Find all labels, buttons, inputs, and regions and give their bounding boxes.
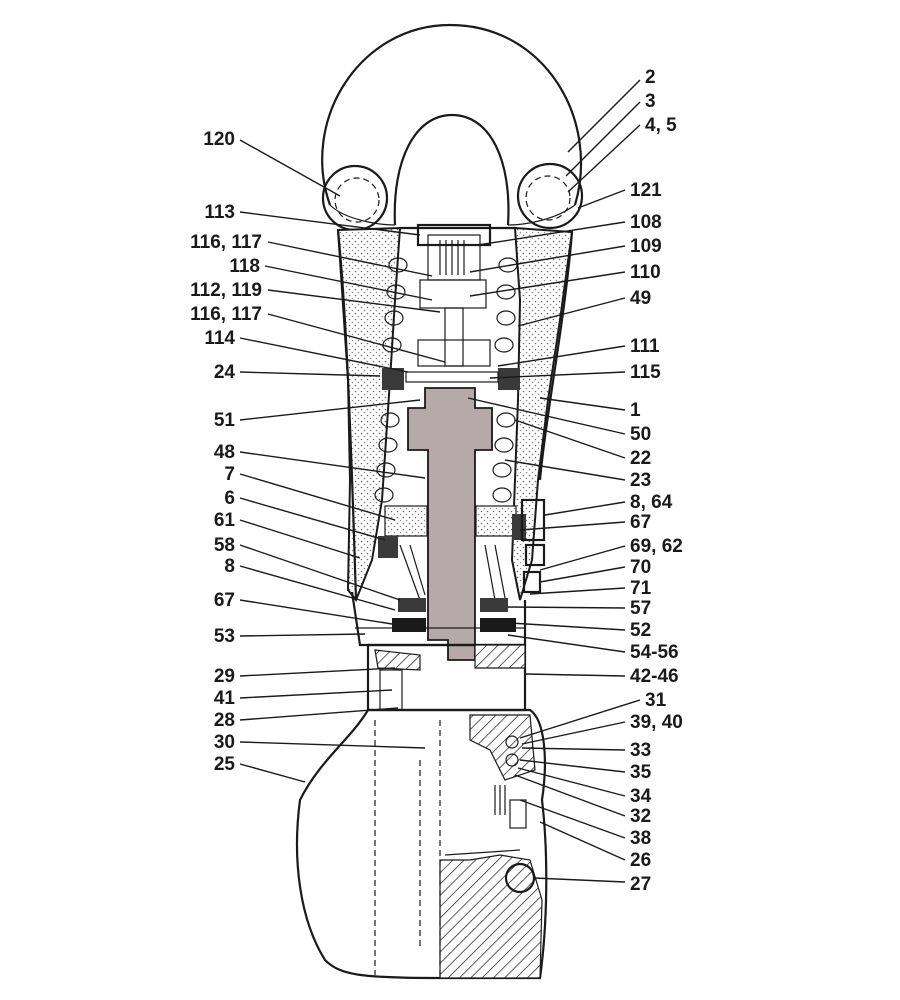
label-25: 25 bbox=[214, 754, 236, 775]
central-shaft bbox=[407, 387, 493, 661]
label-71: 71 bbox=[630, 578, 652, 599]
label-116-117-a: 116, 117 bbox=[190, 232, 262, 253]
label-39-40: 39, 40 bbox=[630, 712, 683, 733]
label-33: 33 bbox=[630, 740, 651, 761]
leader-lines-left bbox=[239, 139, 446, 783]
handle-bail bbox=[321, 23, 583, 226]
label-30: 30 bbox=[214, 732, 235, 753]
label-110: 110 bbox=[630, 262, 661, 283]
spring-coils bbox=[374, 257, 518, 503]
label-35: 35 bbox=[630, 762, 652, 783]
labels-right: 2 3 4, 5 121 108 109 110 49 111 115 1 50… bbox=[630, 67, 683, 895]
label-49: 49 bbox=[630, 288, 651, 309]
label-51: 51 bbox=[214, 410, 236, 431]
label-1: 1 bbox=[630, 400, 641, 421]
label-52: 52 bbox=[630, 620, 651, 641]
label-22: 22 bbox=[630, 448, 651, 469]
lower-housing bbox=[295, 708, 548, 980]
label-121: 121 bbox=[630, 180, 662, 201]
label-34: 34 bbox=[630, 786, 652, 807]
label-27: 27 bbox=[630, 874, 651, 895]
label-8-64: 8, 64 bbox=[630, 492, 673, 513]
label-50: 50 bbox=[630, 424, 651, 445]
label-8-left: 8 bbox=[224, 556, 235, 577]
label-23: 23 bbox=[630, 470, 651, 491]
label-113: 113 bbox=[204, 202, 235, 223]
right-pivot-boss bbox=[516, 162, 584, 230]
mid-block bbox=[366, 643, 527, 712]
label-28: 28 bbox=[214, 710, 235, 731]
label-6: 6 bbox=[224, 488, 235, 509]
label-69-62: 69, 62 bbox=[630, 536, 683, 557]
label-42-46: 42-46 bbox=[630, 666, 679, 687]
label-7: 7 bbox=[224, 464, 235, 485]
label-114: 114 bbox=[204, 328, 235, 349]
label-70: 70 bbox=[630, 557, 651, 578]
label-57: 57 bbox=[630, 598, 651, 619]
left-pivot-boss bbox=[321, 164, 389, 232]
label-48: 48 bbox=[214, 442, 235, 463]
label-112-119: 112, 119 bbox=[190, 280, 262, 301]
label-67-left: 67 bbox=[214, 590, 235, 611]
label-54-56: 54-56 bbox=[630, 642, 679, 663]
label-32: 32 bbox=[630, 806, 651, 827]
label-29: 29 bbox=[214, 666, 235, 687]
labels-left: 120 113 116, 117 118 112, 119 116, 117 1… bbox=[190, 129, 262, 775]
label-109: 109 bbox=[630, 236, 662, 257]
top-valve-block bbox=[416, 223, 492, 367]
label-111: 111 bbox=[630, 336, 660, 357]
label-120: 120 bbox=[203, 129, 235, 150]
label-67-right: 67 bbox=[630, 512, 651, 533]
label-31: 31 bbox=[645, 690, 667, 711]
label-4-5: 4, 5 bbox=[645, 115, 677, 136]
label-115: 115 bbox=[630, 362, 661, 383]
label-61: 61 bbox=[214, 510, 236, 531]
label-3: 3 bbox=[645, 91, 656, 112]
label-24: 24 bbox=[214, 362, 236, 383]
label-116-117-b: 116, 117 bbox=[190, 304, 262, 325]
leader-lines-right bbox=[467, 79, 641, 883]
label-38: 38 bbox=[630, 828, 651, 849]
label-58: 58 bbox=[214, 535, 235, 556]
label-118: 118 bbox=[229, 256, 260, 277]
label-2: 2 bbox=[645, 67, 656, 88]
piston-seal-rings bbox=[382, 368, 520, 390]
label-108: 108 bbox=[630, 212, 662, 233]
label-53: 53 bbox=[214, 626, 235, 647]
label-26: 26 bbox=[630, 850, 651, 871]
label-41: 41 bbox=[214, 688, 236, 709]
